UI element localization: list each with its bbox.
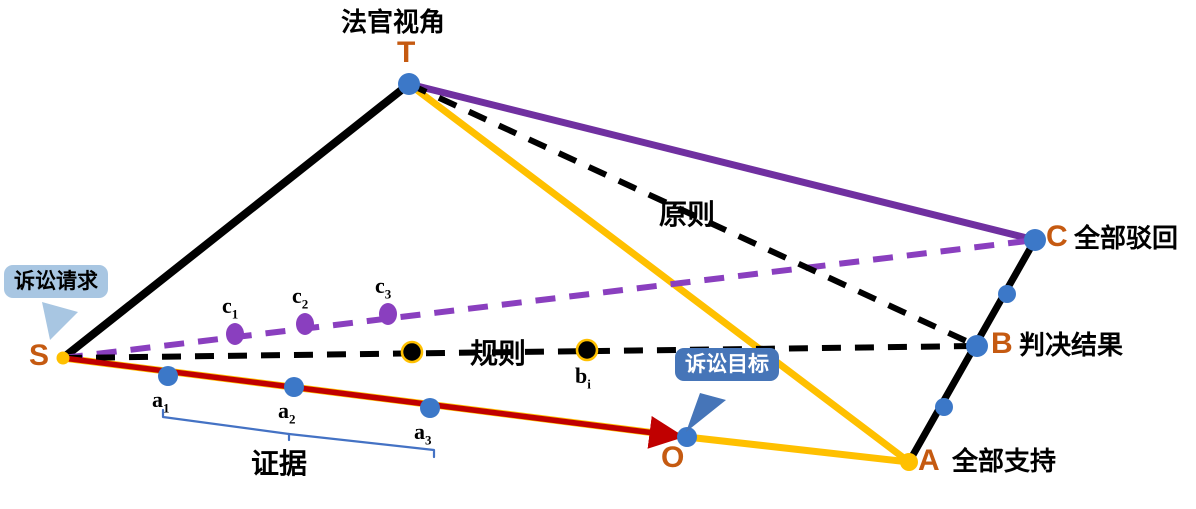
evidence-brace xyxy=(161,408,436,459)
vertex-label-C: 全部驳回 xyxy=(1074,224,1179,254)
principle-point-letter-1: c xyxy=(222,293,232,318)
evidence-nodes xyxy=(158,366,440,418)
purple-dashed-edge xyxy=(62,237,1036,361)
vertex-nodes xyxy=(56,73,1046,471)
callout-goal[interactable]: 诉讼目标 xyxy=(675,348,779,382)
label-evidence: 证据 xyxy=(251,447,308,480)
rule-point-sub-bi: i xyxy=(587,376,591,392)
vertex-letter-B: B xyxy=(991,327,1013,360)
label-principle: 原则 xyxy=(659,198,716,231)
evidence-point-letter-2: a xyxy=(278,398,289,423)
evidence-point-sub-2: 2 xyxy=(289,411,296,427)
principle-point-sub-3: 3 xyxy=(384,286,392,302)
rule-nodes xyxy=(400,338,599,364)
principle-point-label-1: c1 xyxy=(222,293,239,322)
vertex-letter-S: S xyxy=(29,339,50,372)
evidence-point-label-2: a2 xyxy=(278,398,296,427)
evidence-point-label-3: a3 xyxy=(414,419,432,448)
principle-point-letter-2: c xyxy=(292,283,302,308)
vertex-letter-A: A xyxy=(918,444,940,477)
evidence-point-sub-3: 3 xyxy=(425,432,432,448)
black-edges xyxy=(59,80,1039,466)
vertex-letter-T: T xyxy=(397,36,416,69)
black-dashed-edges xyxy=(62,81,979,361)
principle-point-sub-2: 2 xyxy=(301,296,309,312)
page-title: 法官视角 xyxy=(341,8,446,38)
callout-claim[interactable]: 诉讼请求 xyxy=(4,265,108,299)
evidence-point-sub-1: 1 xyxy=(163,400,170,416)
rule-point-letter-bi: b xyxy=(575,363,588,388)
principle-point-letter-3: c xyxy=(375,273,385,298)
vertex-label-A: 全部支持 xyxy=(952,447,1057,477)
principle-point-sub-1: 1 xyxy=(231,306,239,322)
vertex-label-B: 判决结果 xyxy=(1019,331,1124,361)
vertex-letter-C: C xyxy=(1046,220,1068,253)
rule-point-label-bi: bi xyxy=(575,363,591,392)
evidence-point-label-1: a1 xyxy=(152,387,170,416)
callout-tails xyxy=(42,302,726,432)
vertex-letter-O: O xyxy=(661,441,685,474)
label-rule: 规则 xyxy=(470,337,527,370)
principle-point-label-2: c2 xyxy=(292,283,309,312)
purple-edge-principle xyxy=(405,80,1039,244)
evidence-point-letter-1: a xyxy=(152,387,163,412)
principle-nodes xyxy=(226,303,397,345)
evidence-point-letter-3: a xyxy=(414,419,425,444)
principle-point-label-3: c3 xyxy=(375,273,392,302)
